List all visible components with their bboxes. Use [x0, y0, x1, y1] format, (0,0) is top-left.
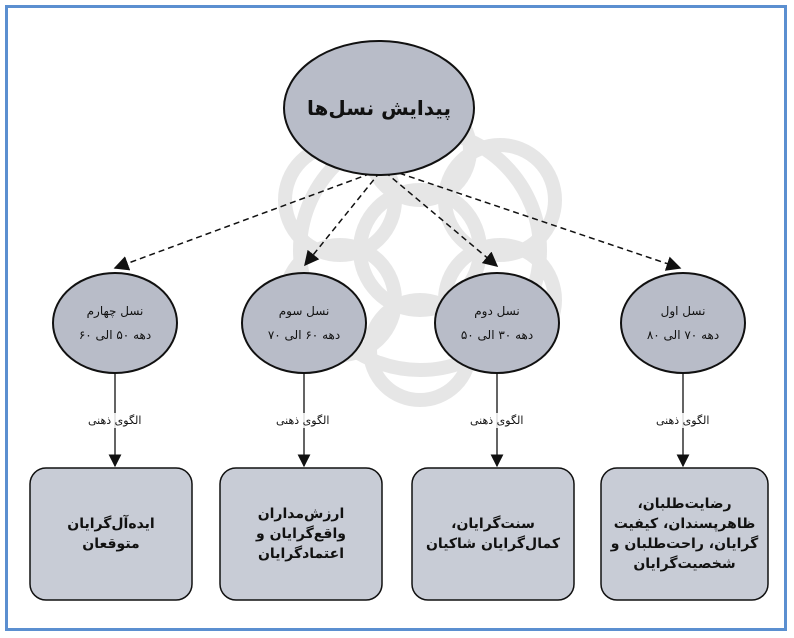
gen-node-1-text: نسل اول دهه ۷۰ الی ۸۰ [626, 298, 740, 348]
gen-period: دهه ۳۰ الی ۵۰ [460, 328, 534, 342]
gen-period: دهه ۵۰ الی ۶۰ [78, 328, 152, 342]
gen-name: نسل چهارم [86, 304, 144, 318]
gen-period: دهه ۷۰ الی ۸۰ [646, 328, 720, 342]
trait-box-3 [219, 467, 383, 601]
trait-box-2 [411, 467, 575, 601]
edge-label-4: الگوی ذهنی [86, 413, 144, 428]
gen-node-4-text: نسل چهارم دهه ۵۰ الی ۶۰ [58, 298, 172, 348]
edge-root-gen3 [304, 171, 381, 267]
edge-root-gen4 [113, 169, 381, 271]
gen-name: نسل سوم [278, 304, 330, 318]
root-title: پیدایش نسل‌ها [307, 96, 451, 120]
gen-name: نسل دوم [474, 304, 520, 318]
edge-root-gen1 [389, 169, 682, 271]
trait-text-1: رضایت‌طلبان، ظاهرپسندان، کیفیت گرایان، ر… [610, 496, 759, 572]
edge-label-2: الگوی ذهنی [468, 413, 526, 428]
trait-text-3: ارزش‌مداران واقع‌گرایان و اعتمادگرایان [256, 506, 346, 562]
edge-label-1: الگوی ذهنی [654, 413, 712, 428]
trait-box-1 [600, 467, 769, 601]
gen-name: نسل اول [660, 304, 706, 318]
gen-node-2-text: نسل دوم دهه ۳۰ الی ۵۰ [440, 298, 554, 348]
edge-root-gen2 [384, 171, 499, 267]
root-node [283, 40, 475, 176]
edge-label-3: الگوی ذهنی [274, 413, 332, 428]
trait-box-4 [29, 467, 193, 601]
trait-text-4: ایده‌آل‌گرایان متوقعان [67, 516, 155, 552]
trait-text-2: سنت‌گرایان، کمال‌گرایان شاکیان [425, 516, 560, 552]
gen-node-3-text: نسل سوم دهه ۶۰ الی ۷۰ [247, 298, 361, 348]
gen-period: دهه ۶۰ الی ۷۰ [267, 328, 341, 342]
